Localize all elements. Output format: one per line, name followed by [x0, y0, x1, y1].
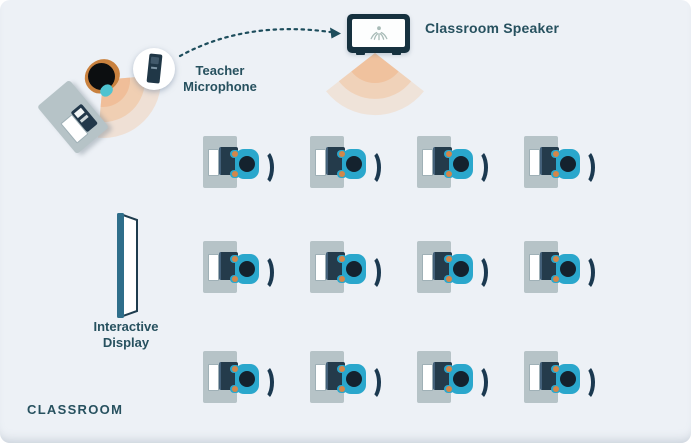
chair-back: [574, 364, 595, 401]
teacher-microphone-badge: [133, 48, 175, 90]
paper-sheet: [529, 254, 540, 281]
student-hand: [446, 366, 452, 372]
student-head: [560, 261, 576, 277]
paper-sheet: [208, 254, 219, 281]
student-hand: [553, 256, 559, 262]
student-hand: [339, 171, 345, 177]
paper-sheet: [208, 149, 219, 176]
student-hand: [553, 151, 559, 157]
teacher-microphone-label: Teacher Microphone: [181, 63, 259, 95]
student-hand: [232, 171, 238, 177]
student-hand: [232, 276, 238, 282]
student-hand: [553, 366, 559, 372]
student-hand: [339, 386, 345, 392]
student-hand: [339, 276, 345, 282]
paper-sheet: [422, 254, 433, 281]
student-hand: [446, 386, 452, 392]
student-hand: [339, 366, 345, 372]
chair-back: [253, 254, 274, 291]
student-desk-r2c4: [524, 241, 595, 301]
student-head: [560, 156, 576, 172]
paper-sheet: [315, 149, 326, 176]
paper-sheet: [422, 364, 433, 391]
student-hand: [232, 386, 238, 392]
paper-sheet: [529, 364, 540, 391]
microphone-icon: [146, 53, 163, 84]
student-desk-r3c3: [417, 351, 488, 411]
student-head: [346, 261, 362, 277]
student-desk-r1c3: [417, 136, 488, 196]
interactive-display-label-line1: Interactive: [93, 319, 159, 334]
speaker-sound-waves-icon: [326, 53, 424, 116]
paper-sheet: [422, 149, 433, 176]
student-desk-r2c3: [417, 241, 488, 301]
student-desk-r3c2: [310, 351, 381, 411]
student-hand: [232, 366, 238, 372]
teacher-microphone-label-line2: Microphone: [183, 79, 257, 94]
paper-sheet: [315, 364, 326, 391]
student-hand: [232, 256, 238, 262]
chair-back: [253, 364, 274, 401]
student-desk-r3c1: [203, 351, 274, 411]
student-hand: [446, 276, 452, 282]
speaker-foot: [356, 51, 365, 55]
student-head: [346, 156, 362, 172]
student-hand: [446, 256, 452, 262]
paper-sheet: [315, 254, 326, 281]
student-desk-r3c4: [524, 351, 595, 411]
classroom-speaker-device: [347, 14, 410, 55]
chair-back: [467, 254, 488, 291]
classroom-speaker-label: Classroom Speaker: [425, 20, 560, 36]
student-head: [239, 156, 255, 172]
interactive-display-label: Interactive Display: [87, 319, 165, 351]
chair-back: [360, 149, 381, 186]
student-hand: [553, 276, 559, 282]
chair-back: [574, 149, 595, 186]
speaker-foot: [392, 51, 401, 55]
student-hand: [553, 386, 559, 392]
student-head: [346, 371, 362, 387]
student-head: [453, 371, 469, 387]
student-desk-r2c1: [203, 241, 274, 301]
student-head: [239, 261, 255, 277]
student-hand: [339, 151, 345, 157]
room-label: CLASSROOM: [27, 402, 124, 417]
chair-back: [467, 364, 488, 401]
student-hand: [339, 256, 345, 262]
student-head: [453, 261, 469, 277]
chair-back: [360, 254, 381, 291]
student-hand: [553, 171, 559, 177]
teacher-microphone-label-line1: Teacher: [195, 63, 245, 78]
paper-sheet: [529, 149, 540, 176]
student-head: [560, 371, 576, 387]
chair-back: [467, 149, 488, 186]
student-hand: [232, 151, 238, 157]
student-hand: [446, 171, 452, 177]
student-head: [239, 371, 255, 387]
speaker-screen: [352, 19, 405, 47]
chair-back: [574, 254, 595, 291]
interactive-display-icon: [117, 213, 138, 318]
audio-path-arrow-icon: [178, 27, 341, 58]
student-desk-r1c2: [310, 136, 381, 196]
chair-back: [360, 364, 381, 401]
student-head: [453, 156, 469, 172]
speaker-logo-icon: [370, 25, 387, 40]
interactive-display-label-line2: Display: [102, 335, 150, 350]
student-desk-r2c2: [310, 241, 381, 301]
student-desk-r1c4: [524, 136, 595, 196]
student-hand: [446, 151, 452, 157]
chair-back: [253, 149, 274, 186]
paper-sheet: [208, 364, 219, 391]
student-desk-r1c1: [203, 136, 274, 196]
